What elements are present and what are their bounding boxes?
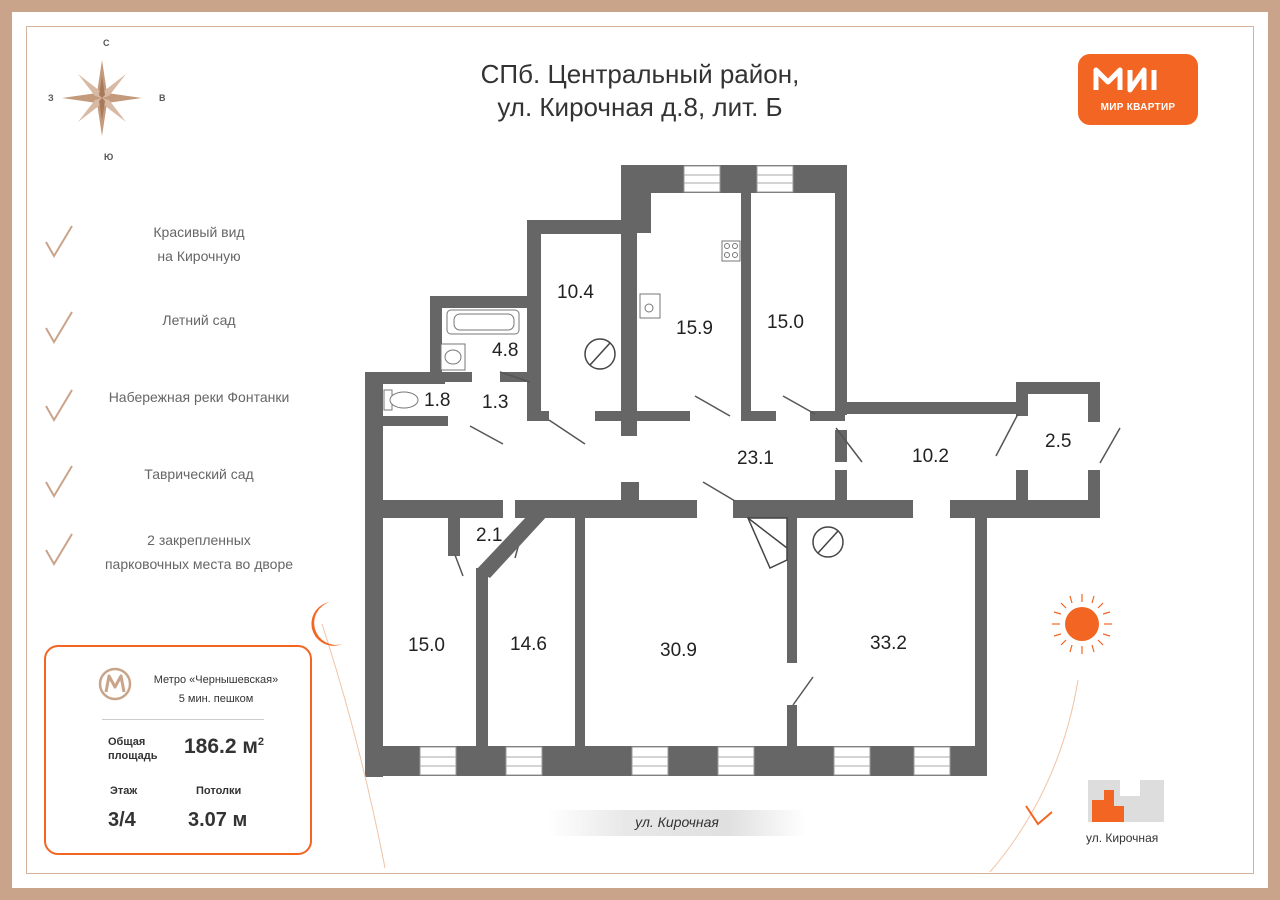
metro-walk-time: 5 мин. пешком [178,693,254,705]
compass-rose-icon [62,60,142,136]
street-label: ул. Кирочная [635,814,719,830]
title-line-1: СПб. Центральный район, [480,59,800,89]
room-area-label: 15.9 [676,318,713,339]
area-value: 186.2 м2 [184,735,265,758]
feature-line-1: Набережная реки Фонтанки [108,389,290,405]
checkmark-icon [45,533,73,566]
feature-line-2: парковочных места во дворе [104,556,294,572]
room-area-label: 1.8 [424,390,451,411]
windows [419,165,951,776]
title-line-2: ул. Кирочная д.8, лит. Б [497,92,783,122]
room-area-label: 2.5 [1045,431,1072,452]
feature-item: Летний сад [38,306,328,356]
compass-south: Ю [104,152,114,162]
page-title: СПб. Центральный район, ул. Кирочная д.8… [420,58,860,124]
ceiling-value: 3.07 м [188,809,248,831]
room-area-label: 15.0 [767,312,804,333]
minimap-street-label: ул. Кирочная [1086,831,1159,845]
ceiling-label: Потолки [196,785,242,797]
brand-name: МИР КВАРТИР [1100,102,1176,113]
feature-item: Таврический сад [38,460,328,510]
compass: С Ю З В [42,36,166,166]
feature-line-2: на Кирочную [157,248,241,264]
room-area-label: 10.4 [557,282,594,303]
room-area-label: 15.0 [408,635,445,656]
brand-mark-icon [1093,67,1157,93]
checkmark-icon [45,389,73,422]
room-area-label: 23.1 [737,448,774,469]
area-label: Общая площадь [108,736,158,762]
doors [454,371,1121,706]
feature-line-1: Летний сад [162,312,236,328]
compass-east: В [159,93,166,103]
feature-item: Красивый вид на Кирочную [38,220,328,270]
room-area-label: 2.1 [476,525,503,546]
checkmark-icon [45,465,73,498]
divider [102,719,264,720]
inner-border [26,26,1254,874]
metro-station: Метро «Чернышевская» [153,674,279,686]
room-area-label: 1.3 [482,392,509,413]
street-band [548,810,806,836]
feature-item: 2 закрепленных парковочных места во двор… [38,528,328,578]
info-card: Метро «Чернышевская» 5 мин. пешком Общая… [44,645,312,855]
corridor-walls [476,515,548,578]
room-area-label: 30.9 [660,640,697,661]
window-lines [420,174,950,767]
checkmark-icon [45,311,73,344]
room-area-label: 14.6 [510,634,547,655]
floor-label: Этаж [110,785,138,797]
metro-icon [98,667,132,701]
vent-symbols [584,338,844,570]
compass-west: З [48,93,54,103]
room-area-label: 10.2 [912,446,949,467]
compass-north: С [103,38,110,48]
floor-value: 3/4 [108,809,136,831]
feature-item: Набережная реки Фонтанки [38,384,328,434]
walls [365,165,1100,777]
checkmark-icon [45,225,73,258]
brand-logo: МИР КВАРТИР [1078,54,1198,125]
feature-line-1: Красивый вид [153,224,245,240]
feature-line-1: 2 закрепленных [147,532,251,548]
bathroom-fixtures [383,240,741,411]
feature-line-1: Таврический сад [144,466,254,482]
room-area-label: 4.8 [492,340,519,361]
room-area-label: 33.2 [870,633,907,654]
